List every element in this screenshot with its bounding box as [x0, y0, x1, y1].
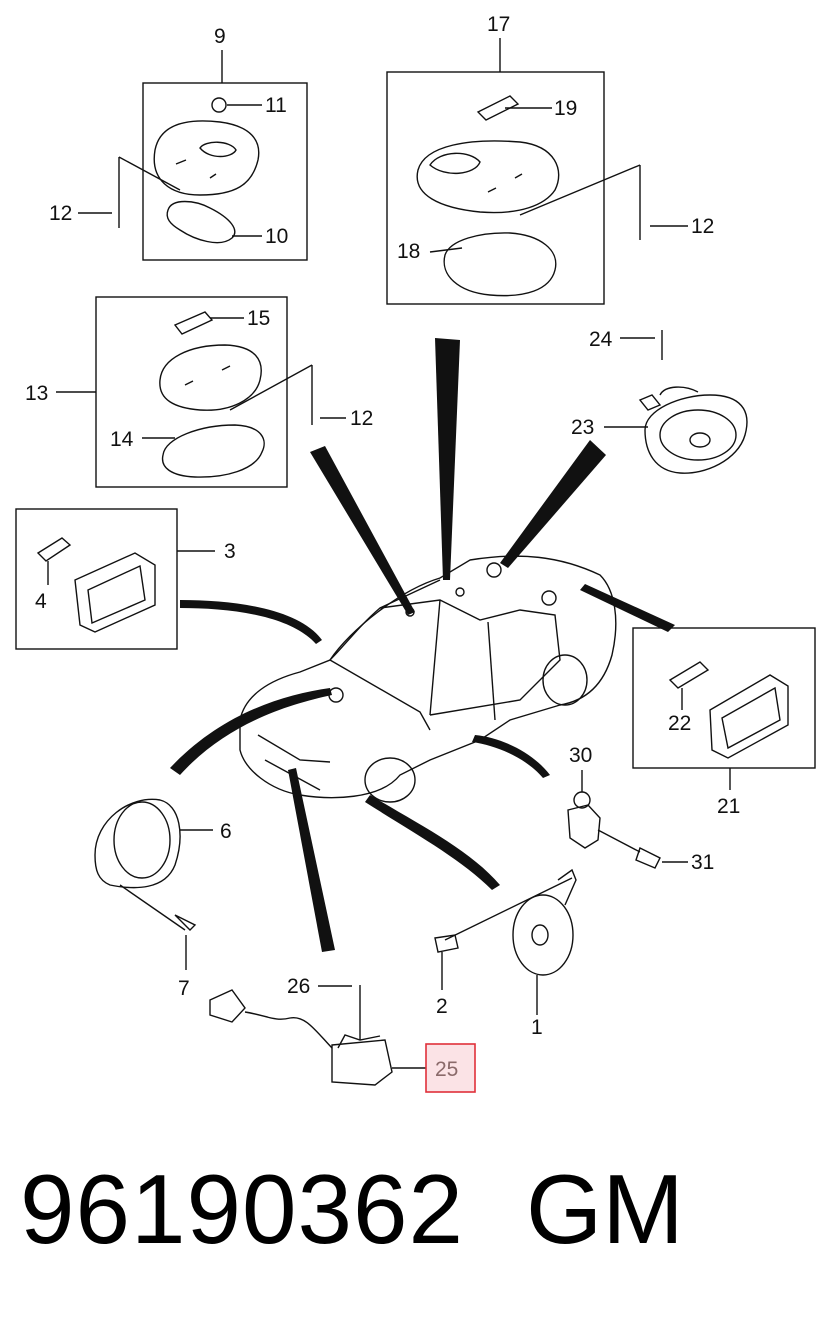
- box-dome-lamp-9: [142, 82, 308, 261]
- car-body-icon: [239, 555, 617, 799]
- map-lamp-lens-icon: [443, 232, 557, 297]
- dome-lamp-housing-icon: [153, 120, 260, 196]
- callout-12-b: 12: [691, 215, 714, 238]
- box-courtesy-lamp-3: [15, 508, 178, 650]
- callout-4: 4: [35, 590, 47, 613]
- callout-12-c: 12: [350, 407, 373, 430]
- sensor-30-icon: [567, 804, 601, 849]
- callout-25: 25: [435, 1058, 458, 1081]
- speaker-23-icon: [644, 394, 748, 474]
- callout-6: 6: [220, 820, 232, 843]
- callout-9: 9: [214, 25, 226, 48]
- callout-3: 3: [224, 540, 236, 563]
- dome-lamp-lens-icon: [166, 200, 236, 244]
- bulb-19-icon: [476, 95, 520, 121]
- bulb-4-icon: [36, 537, 72, 562]
- callout-22: 22: [668, 712, 691, 735]
- part-number: 96190362: [20, 1154, 465, 1264]
- callout-17: 17: [487, 13, 510, 36]
- courtesy-lamp-3-icon: [74, 552, 156, 633]
- parts-diagram: 9 11 12 10 17 19 12 18 15 13 12 14 24 23…: [15, 13, 816, 1093]
- callout-14: 14: [110, 428, 134, 451]
- reading-lamp-housing-icon: [159, 344, 262, 411]
- callout-18: 18: [397, 240, 420, 263]
- callout-12-a: 12: [49, 202, 72, 225]
- bulb-22-icon: [668, 661, 710, 689]
- box-trunk-lamp-21: [632, 627, 816, 769]
- module-25-icon: [331, 1039, 393, 1086]
- callout-23: 23: [571, 416, 594, 439]
- callout-31: 31: [691, 851, 714, 874]
- connector-icon: [209, 989, 246, 1023]
- bulb-15-icon: [173, 311, 214, 335]
- callout-11: 11: [265, 94, 287, 117]
- callout-24: 24: [589, 328, 613, 351]
- callout-1: 1: [531, 1016, 543, 1039]
- speaker-6-icon: [94, 798, 181, 889]
- brand-label: GM: [526, 1154, 684, 1264]
- bulb-11-icon: [211, 97, 227, 113]
- callout-26: 26: [287, 975, 310, 998]
- callout-30: 30: [569, 744, 592, 767]
- callout-10: 10: [265, 225, 288, 248]
- map-lamp-housing-icon: [416, 140, 560, 214]
- trunk-lamp-21-icon: [709, 674, 789, 759]
- callout-13: 13: [25, 382, 48, 405]
- callout-7: 7: [178, 977, 190, 1000]
- reading-lamp-lens-icon: [161, 424, 265, 478]
- callout-2: 2: [436, 995, 448, 1018]
- horn-1-icon: [512, 894, 574, 976]
- callout-19: 19: [554, 97, 577, 120]
- callout-21: 21: [717, 795, 740, 818]
- box-map-lamp-17: [386, 71, 605, 305]
- highlight-25: [425, 1043, 476, 1093]
- callout-15: 15: [247, 307, 270, 330]
